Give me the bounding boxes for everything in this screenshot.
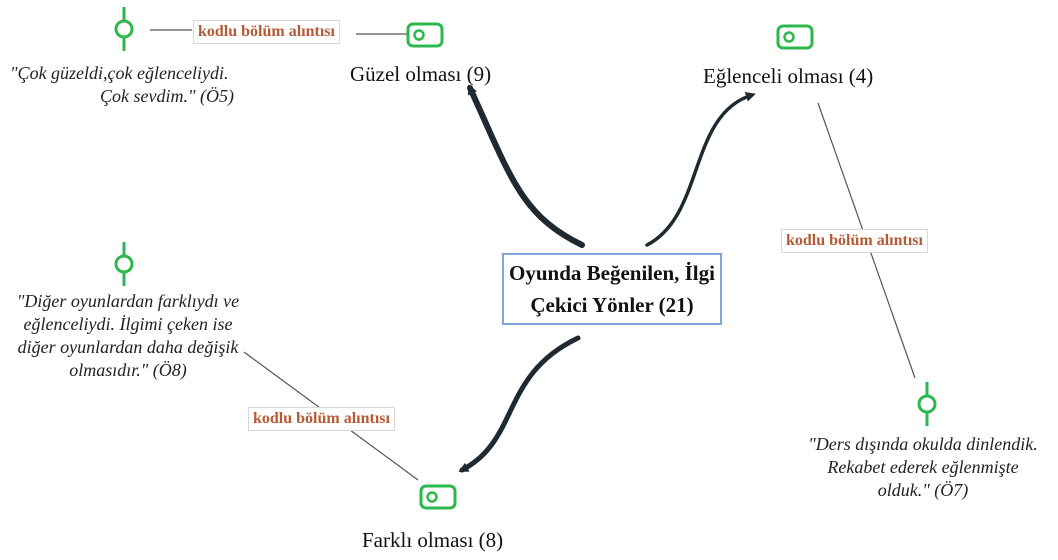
quote-pin-icon[interactable] [916,380,938,428]
center-title-line-2: Çekici Yönler (21) [530,293,694,317]
quote-o8-line-4: olmasıdır." (Ö8) [69,360,187,380]
link-tag-top-left[interactable]: kodlu bölüm alıntısı [193,20,340,44]
code-eglenceli-olmasi[interactable]: Eğlenceli olması (4) [703,64,874,88]
quote-o5: "Çok güzeldi,çok eğlenceliydi. Çok sevdi… [10,62,234,108]
quote-o8-line-2: eğlenceliydi. İlgimi çeken ise [23,314,233,334]
quote-o5-line-1: "Çok güzeldi,çok eğlenceliydi. [10,63,229,83]
quote-o8-line-3: diğer oyunlardan daha değişik [17,337,239,357]
quote-o5-line-2: Çok sevdim." (Ö5) [100,86,235,106]
quote-o8: "Diğer oyunlardan farklıydı ve eğlenceli… [6,290,250,382]
code-farkli-olmasi[interactable]: Farklı olması (8) [362,528,504,552]
quote-o7: "Ders dışında okulda dinlendik. Rekabet … [796,433,1050,502]
quote-o7-line-2: Rekabet ederek eğlenmişte [827,457,1019,477]
arrow-to-farkli [458,335,581,473]
link-tag-bottom-left[interactable]: kodlu bölüm alıntısı [248,407,395,431]
code-toggle-icon[interactable] [776,24,814,50]
link-tag-right[interactable]: kodlu bölüm alıntısı [781,229,928,253]
quote-o7-line-1: "Ders dışında okulda dinlendik. [808,434,1038,454]
code-guzel-olmasi[interactable]: Güzel olması (9) [350,62,492,86]
code-toggle-icon[interactable] [406,22,444,48]
quote-o7-line-3: olduk." (Ö7) [877,480,969,500]
center-node[interactable]: Oyunda Beğenilen, İlgi Çekici Yönler (21… [502,253,722,325]
arrow-to-eglenceli [645,92,756,247]
center-title-line-1: Oyunda Beğenilen, İlgi [509,261,715,285]
quote-pin-icon[interactable] [113,5,135,53]
code-toggle-icon[interactable] [419,484,457,510]
quote-o8-line-1: "Diğer oyunlardan farklıydı ve [16,291,240,311]
arrow-to-guzel [467,84,585,248]
quote-pin-icon[interactable] [113,240,135,288]
